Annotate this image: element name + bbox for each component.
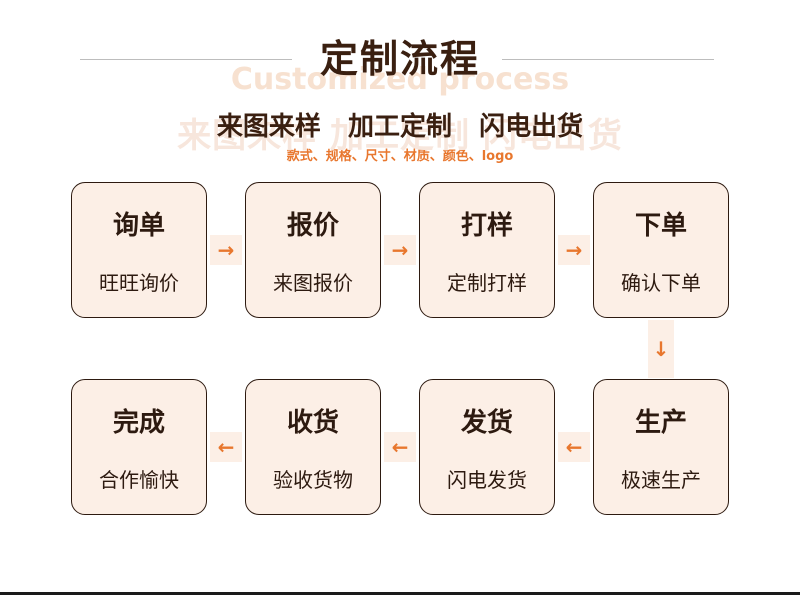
subtitle-item: 来图来样 [216, 112, 321, 142]
step-card-quote: 报价 来图报价 [245, 182, 381, 318]
step-title: 完成 [112, 408, 165, 438]
step-desc: 旺旺询价 [99, 271, 179, 295]
step-desc: 确认下单 [621, 271, 701, 295]
step-card-inquiry: 询单 旺旺询价 [71, 182, 207, 318]
title-right-rule [502, 59, 714, 60]
step-title: 打样 [460, 211, 513, 241]
subtitle-item: 加工定制 [347, 112, 452, 142]
right-arrow-icon: → [558, 235, 590, 265]
title-en-watermark: Customized process [230, 62, 570, 97]
step-title: 发货 [460, 408, 513, 438]
step-title: 生产 [634, 408, 687, 438]
step-title: 报价 [286, 211, 339, 241]
left-arrow-icon: ← [210, 432, 242, 462]
step-desc: 定制打样 [447, 271, 527, 295]
step-card-shipping: 发货 闪电发货 [419, 379, 555, 515]
page-title: 定制流程 [319, 37, 480, 81]
step-card-order: 下单 确认下单 [593, 182, 729, 318]
left-arrow-icon: ← [558, 432, 590, 462]
step-card-sample: 打样 定制打样 [419, 182, 555, 318]
step-card-complete: 完成 合作愉快 [71, 379, 207, 515]
subtitle: 来图来样 加工定制 闪电出货 [0, 106, 800, 143]
step-desc: 合作愉快 [99, 468, 179, 492]
step-desc: 来图报价 [273, 271, 353, 295]
right-arrow-icon: → [210, 235, 242, 265]
bottom-rule [0, 592, 800, 595]
right-arrow-icon: → [384, 235, 416, 265]
step-desc: 极速生产 [621, 468, 701, 492]
down-arrow-icon: ↓ [648, 320, 674, 378]
step-title: 收货 [286, 408, 339, 438]
title-left-rule [80, 59, 292, 60]
left-arrow-icon: ← [384, 432, 416, 462]
step-title: 询单 [112, 211, 165, 241]
step-desc: 闪电发货 [447, 468, 527, 492]
step-title: 下单 [634, 211, 687, 241]
subtitle-item: 闪电出货 [479, 112, 584, 142]
subtitle-shadow: 来图来样 加工定制 闪电出货 [177, 116, 623, 156]
options-note: 款式、规格、尺寸、材质、颜色、logo [286, 149, 514, 164]
step-card-production: 生产 极速生产 [593, 379, 729, 515]
step-card-receipt: 收货 验收货物 [245, 379, 381, 515]
step-desc: 验收货物 [273, 468, 353, 492]
